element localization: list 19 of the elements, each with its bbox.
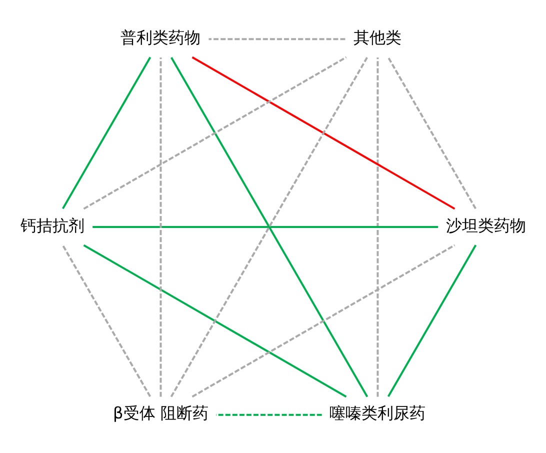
connector <box>387 244 477 397</box>
connector <box>92 226 438 228</box>
connector <box>160 56 162 396</box>
connector <box>216 413 322 416</box>
connector <box>192 56 456 210</box>
connector <box>62 244 152 397</box>
connector <box>83 244 347 398</box>
connector <box>376 56 379 396</box>
connector <box>208 38 346 40</box>
node-text: 钙拮抗剂 <box>20 215 84 234</box>
node-text: 普利类药物 <box>120 27 201 46</box>
connector <box>83 56 347 210</box>
node-text: 其他类 <box>354 27 402 46</box>
node-text: 噻嗪类利尿药 <box>330 403 426 422</box>
node-text: 沙坦类药物 <box>446 215 526 234</box>
node-text: β受体 阻断药 <box>113 403 208 422</box>
connector <box>62 56 152 209</box>
connector <box>192 244 456 398</box>
connector <box>387 56 476 209</box>
